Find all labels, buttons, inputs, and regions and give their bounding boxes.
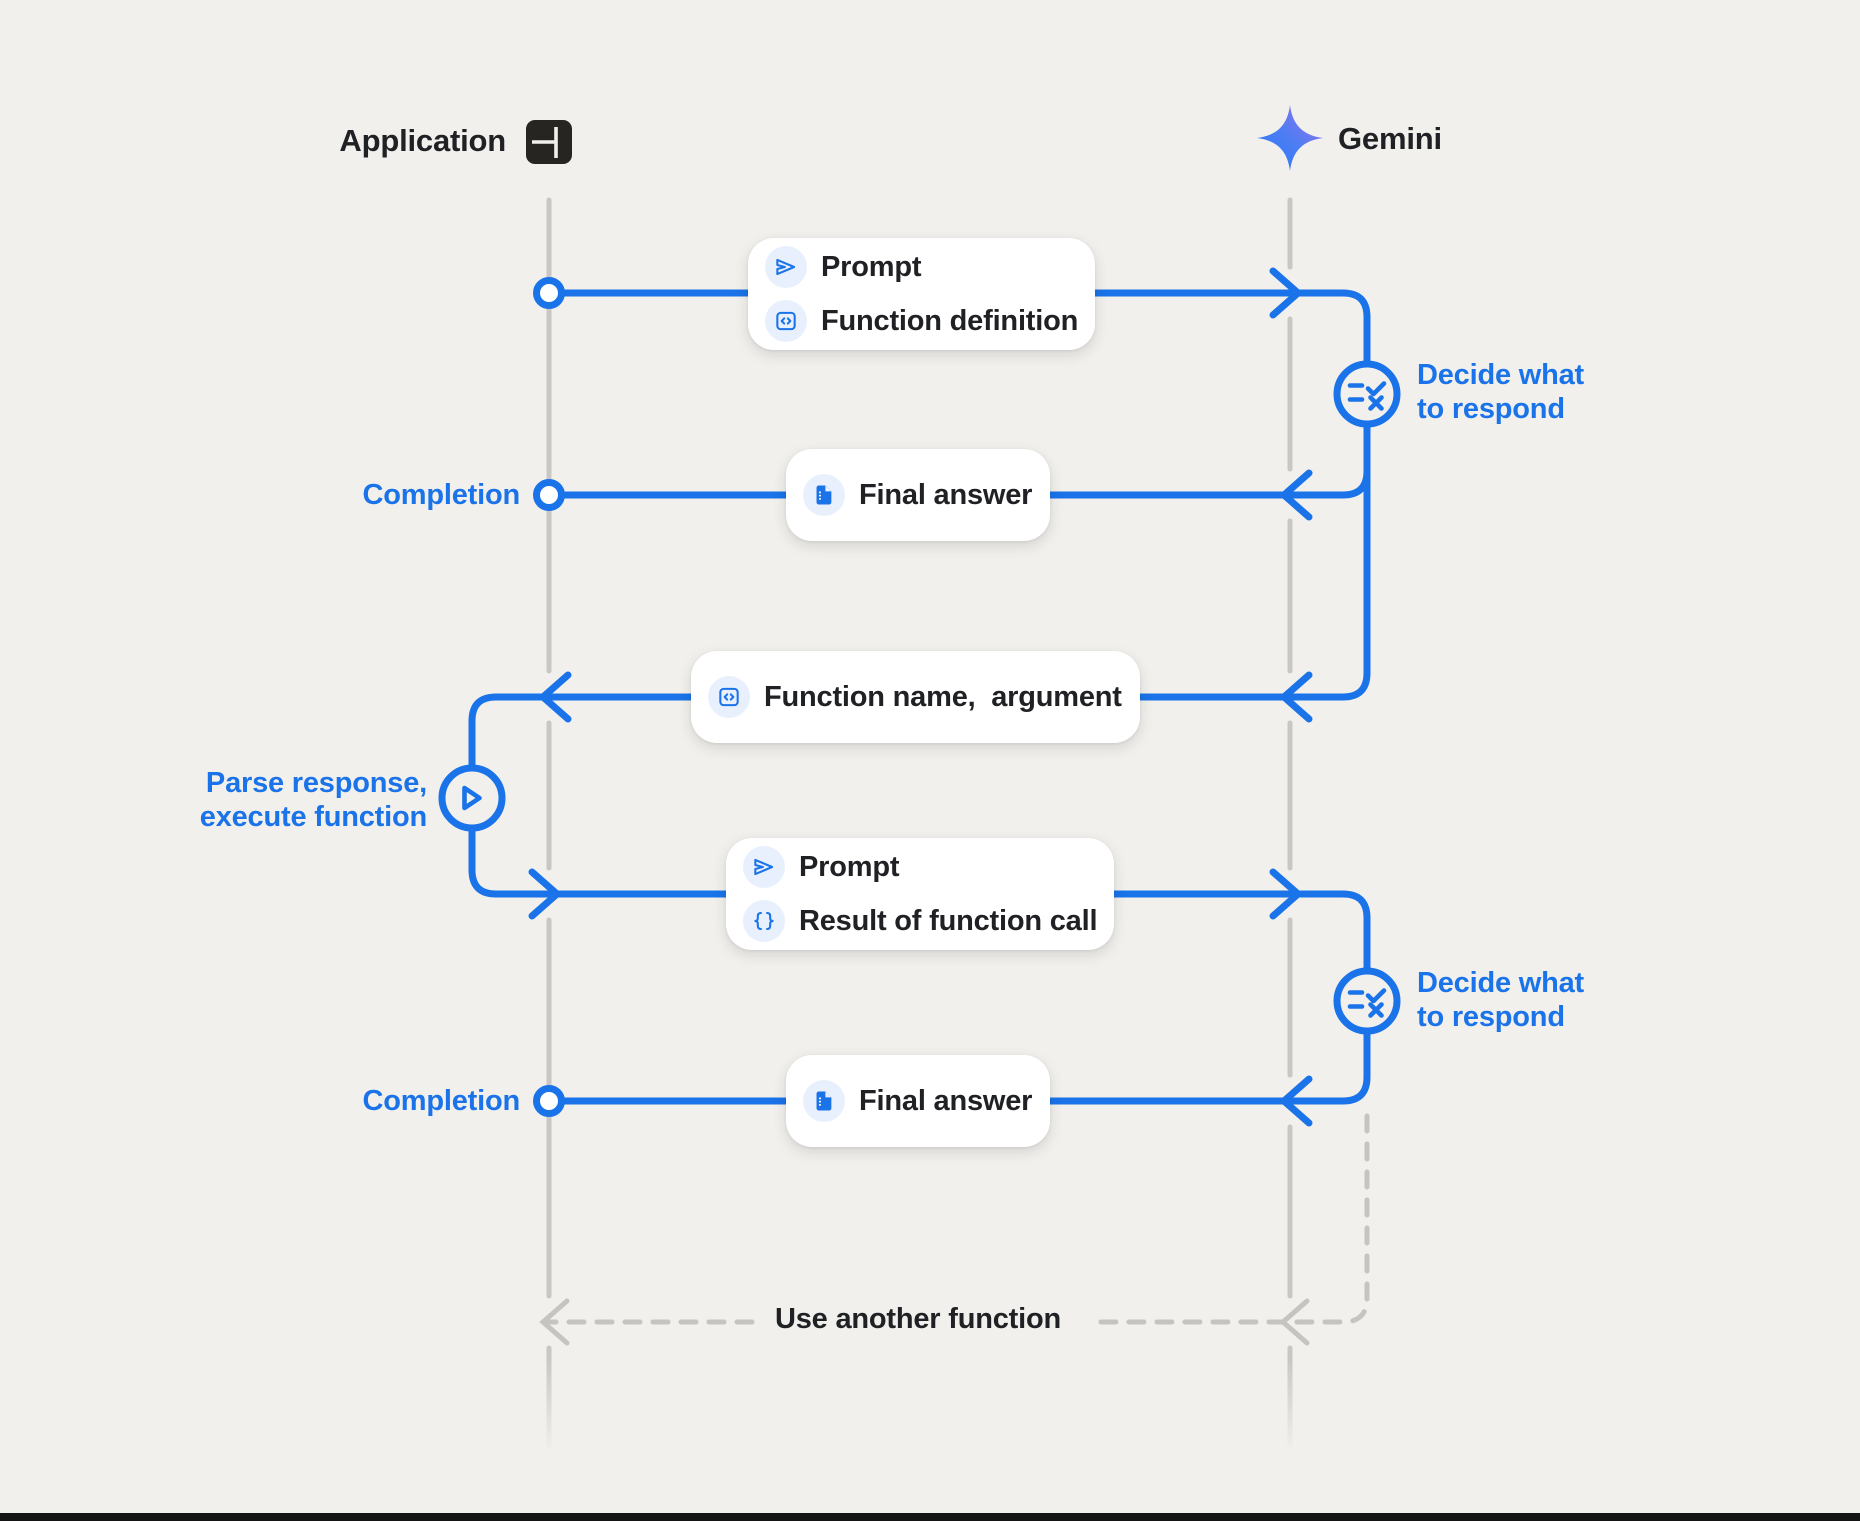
flow-prompt-to-gemini xyxy=(545,289,1371,369)
decide-label-line: to respond xyxy=(1417,1001,1565,1033)
document-icon xyxy=(803,474,845,516)
rule-icon xyxy=(1347,381,1387,411)
arrowhead-right-row1 xyxy=(1269,267,1302,319)
flow-final-answer-2 xyxy=(549,1026,1371,1105)
message-line: Function definition xyxy=(765,300,1078,342)
app-window-icon xyxy=(526,120,572,164)
parse-execute-node xyxy=(438,764,506,832)
decide-node-2 xyxy=(1333,967,1401,1035)
message-box-prompt-result: Prompt Result of function call xyxy=(726,838,1114,950)
parse-execute-label: Parse response, execute function xyxy=(200,766,427,834)
arrowhead-right-row4-gemini xyxy=(1269,868,1302,920)
flow-final-answer-1 xyxy=(549,467,1371,499)
decide-label-line: to respond xyxy=(1417,393,1565,425)
message-line: Prompt xyxy=(765,246,1071,288)
use-another-function-label: Use another function xyxy=(774,1303,1062,1335)
arrowhead-right-row4-application xyxy=(528,868,561,920)
dashed-arrowhead-application xyxy=(539,1298,570,1346)
start-circle-completion-2 xyxy=(533,1085,565,1117)
decide-node-1 xyxy=(1333,360,1401,428)
completion-label-2: Completion xyxy=(362,1085,521,1117)
message-label: Final answer xyxy=(859,478,1033,511)
flow-lines xyxy=(468,267,1371,1127)
application-header-label: Application xyxy=(339,123,506,158)
message-box-prompt-function-definition: Prompt Function definition xyxy=(748,238,1095,350)
decide-label-1: Decide what to respond xyxy=(1417,358,1584,426)
message-label: Prompt xyxy=(821,250,922,283)
send-icon xyxy=(743,846,785,888)
message-label: Function name, argument xyxy=(764,680,1122,713)
message-line: Final answer xyxy=(803,1080,1032,1122)
start-terminators xyxy=(533,277,565,1117)
dashed-arrowhead-gemini xyxy=(1279,1298,1310,1346)
gemini-spark-icon xyxy=(1257,105,1323,171)
message-label: Prompt xyxy=(799,850,900,883)
start-circle-completion-1 xyxy=(533,479,565,511)
decide-label-line: Decide what xyxy=(1417,359,1585,391)
arrowhead-left-row3-gemini xyxy=(1280,671,1313,723)
document-icon xyxy=(803,1080,845,1122)
gemini-header-label: Gemini xyxy=(1338,121,1442,156)
message-line: Final answer xyxy=(803,474,1032,516)
braces-icon xyxy=(743,900,785,942)
arrowhead-left-row5 xyxy=(1280,1075,1313,1127)
message-line: Result of function call xyxy=(743,900,1098,942)
arrowhead-left-row3-application xyxy=(539,671,572,723)
code-box-icon xyxy=(708,676,750,718)
start-circle-row1 xyxy=(533,277,565,309)
message-label: Final answer xyxy=(859,1084,1033,1117)
message-box-final-answer-2: Final answer xyxy=(786,1055,1050,1147)
decide-label-line: Decide what xyxy=(1417,967,1585,999)
parse-label-line: execute function xyxy=(199,801,427,833)
decide-label-2: Decide what to respond xyxy=(1417,966,1584,1034)
message-box-final-answer-1: Final answer xyxy=(786,449,1050,541)
code-box-icon xyxy=(765,300,807,342)
parse-label-line: Parse response, xyxy=(205,767,427,799)
message-line: Function name, argument xyxy=(708,676,1122,718)
message-label: Result of function call xyxy=(799,904,1098,937)
message-box-function-name-argument: Function name, argument xyxy=(691,651,1140,743)
send-icon xyxy=(765,246,807,288)
play-icon xyxy=(462,785,482,811)
message-line: Prompt xyxy=(743,846,1090,888)
lifeline-fade xyxy=(0,1358,1860,1453)
completion-label-1: Completion xyxy=(362,479,521,511)
bottom-edge-bar xyxy=(0,1513,1860,1521)
dashed-loop-connector xyxy=(539,1113,1370,1346)
rule-icon xyxy=(1347,988,1387,1018)
message-label: Function definition xyxy=(821,304,1079,337)
arrowhead-left-row2 xyxy=(1280,469,1313,521)
